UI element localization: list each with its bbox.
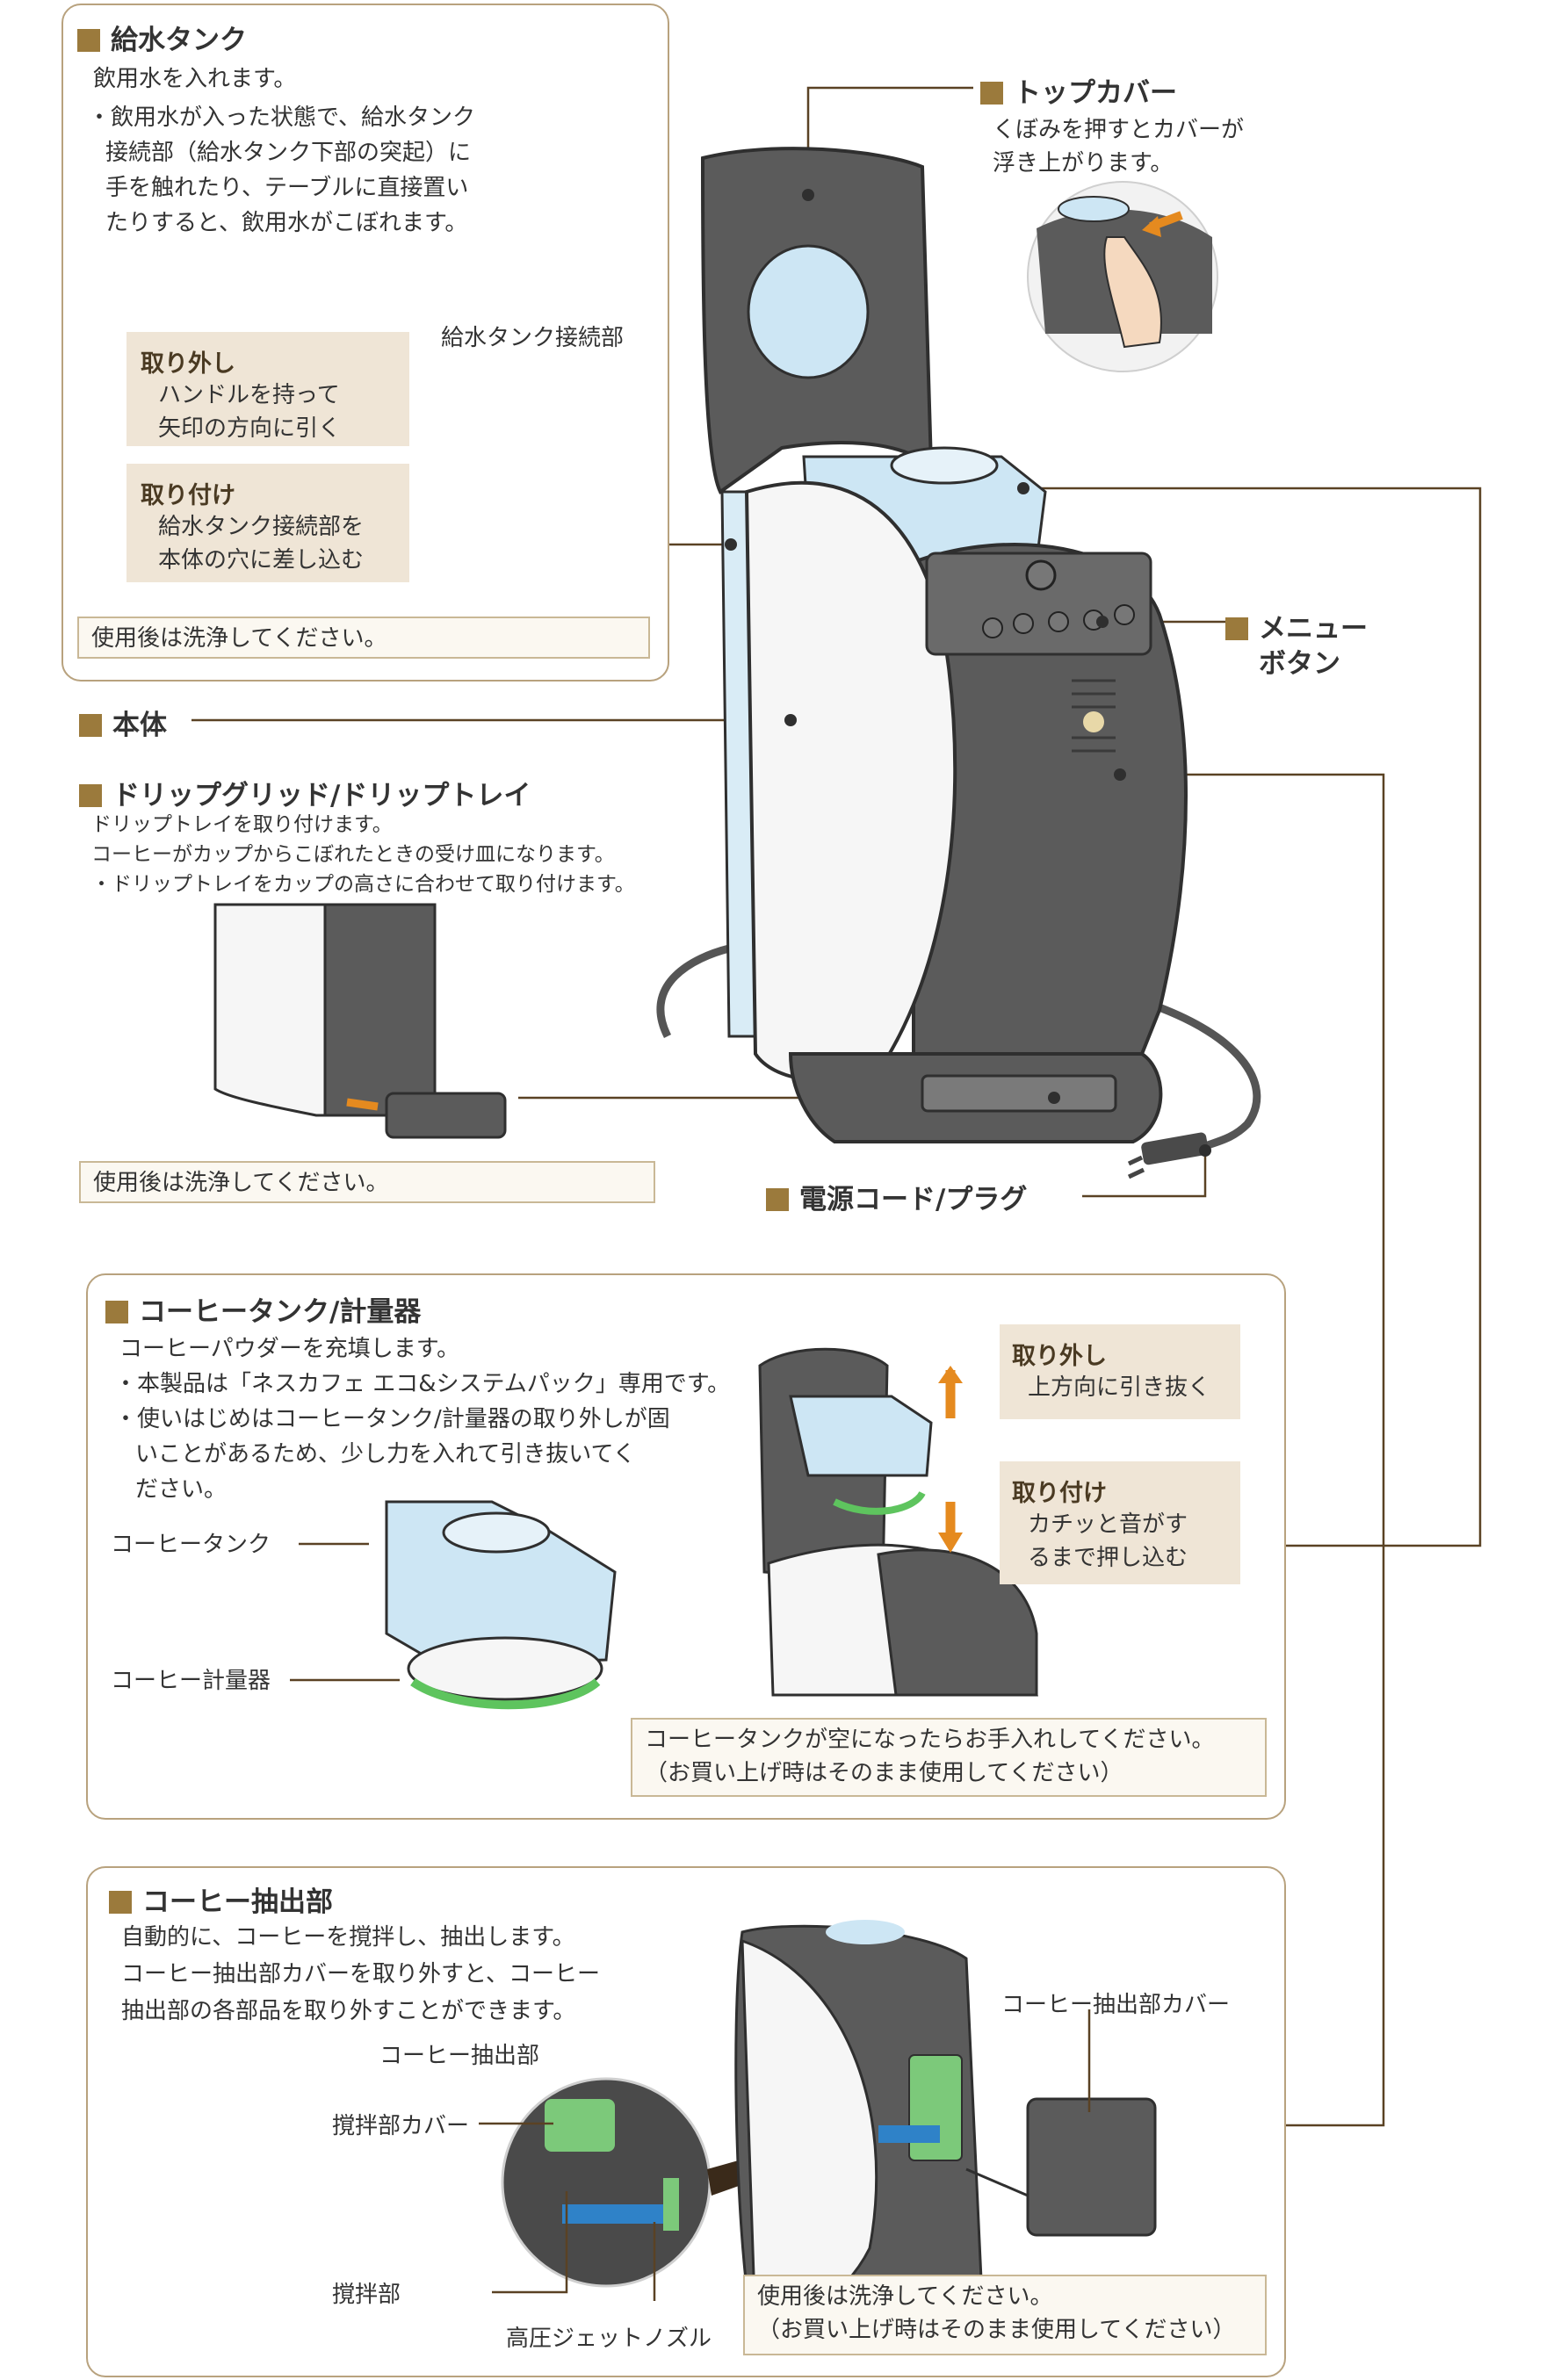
coffee-tank-note-line-2: （お買い上げ時はそのまま使用してください） xyxy=(645,1760,1123,1786)
extraction-cover-label: コーヒー抽出部カバー xyxy=(1001,1992,1231,2018)
body-title: 本体 xyxy=(79,703,167,742)
coffee-tank-remove-box: 取り外し 上方向に引き抜く xyxy=(1000,1324,1240,1419)
coffee-tank-title: コーヒータンク/計量器 xyxy=(105,1289,421,1329)
extraction-unit-label: コーヒー抽出部 xyxy=(379,2043,540,2069)
extraction-desc-1: 自動的に、コーヒーを撹拌し、抽出します。 xyxy=(121,1924,575,1951)
water-tank-bullet-line-1: ・飲用水が入った状態で、給水タンク xyxy=(88,105,475,131)
drip-desc-1: ドリップトレイを取り付けます。 xyxy=(91,813,393,836)
remove-title: 取り外し xyxy=(1012,1343,1107,1370)
attach-title: 取り付け xyxy=(1012,1480,1107,1507)
coffee-tank-desc-2: ・本製品は「ネスカフェ エコ&システムパック」専用です。 xyxy=(114,1371,731,1397)
extraction-note-line-2: （お買い上げ時はそのまま使用してください） xyxy=(757,2317,1236,2343)
nozzle-label: 高圧ジェットノズル xyxy=(506,2326,712,2352)
extraction-note-line-1: 使用後は洗浄してください。 xyxy=(757,2283,1053,2310)
extraction-panel xyxy=(86,1866,1286,2377)
attach-line-1: 給水タンク接続部を xyxy=(158,514,365,540)
bullet-square-icon xyxy=(105,1301,128,1323)
water-tank-title: 給水タンク xyxy=(77,18,247,57)
attach-line-2: 本体の穴に差し込む xyxy=(158,547,365,573)
extraction-title: コーヒー抽出部 xyxy=(109,1879,333,1919)
power-cord-title: 電源コード/プラグ xyxy=(766,1177,1027,1216)
connector-label: 給水タンク接続部 xyxy=(441,325,625,351)
remove-line-1: ハンドルを持って xyxy=(158,382,340,408)
stir-label: 撹拌部 xyxy=(332,2282,401,2308)
drip-note: 使用後は洗浄してください。 xyxy=(79,1161,655,1203)
coffee-tank-desc-4: いことがあるため、少し力を入れて引き抜いてく xyxy=(135,1441,636,1468)
water-tank-note: 使用後は洗浄してください。 xyxy=(77,617,650,659)
extraction-desc-2: コーヒー抽出部カバーを取り外すと、コーヒー xyxy=(121,1961,600,1987)
menu-button-title: メニュー xyxy=(1225,606,1368,645)
top-cover-title: トップカバー xyxy=(980,70,1177,110)
coffee-tank-desc-1: コーヒーパウダーを充填します。 xyxy=(119,1336,460,1362)
bullet-square-icon xyxy=(109,1891,132,1914)
water-tank-desc: 飲用水を入れます。 xyxy=(93,66,297,92)
coffee-tank-desc-5: ださい。 xyxy=(135,1476,228,1503)
drip-title: ドリップグリッド/ドリップトレイ xyxy=(79,773,531,812)
water-tank-remove-box: 取り外し ハンドルを持って 矢印の方向に引く xyxy=(126,332,409,446)
bullet-square-icon xyxy=(980,82,1003,105)
coffee-tank-note-line-1: コーヒータンクが空になったらお手入れしてください。 xyxy=(645,1727,1215,1753)
menu-button-title-2: ボタン xyxy=(1259,648,1340,680)
coffee-tank-attach-box: 取り付け カチッと音がす るまで押し込む xyxy=(1000,1461,1240,1584)
extraction-note: 使用後は洗浄してください。 （お買い上げ時はそのまま使用してください） xyxy=(743,2275,1267,2355)
attach-title: 取り付け xyxy=(141,482,235,509)
water-tank-bullet-line-4: たりすると、飲用水がこぼれます。 xyxy=(105,210,468,236)
stir-cover-label: 撹拌部カバー xyxy=(332,2113,470,2139)
remove-line: 上方向に引き抜く xyxy=(1028,1374,1211,1401)
bullet-square-icon xyxy=(79,784,102,807)
drip-desc-3: ・ドリップトレイをカップの高さに合わせて取り付けます。 xyxy=(91,873,635,896)
remove-title: 取り外し xyxy=(141,350,235,378)
water-tank-bullet-line-3: 手を触れたり、テーブルに直接置い xyxy=(105,175,469,201)
drip-desc-2: コーヒーがカップからこぼれたときの受け皿になります。 xyxy=(91,843,615,866)
coffee-tank-label: コーヒータンク xyxy=(111,1532,271,1558)
bullet-square-icon xyxy=(1225,617,1248,640)
bullet-square-icon xyxy=(766,1188,789,1211)
bullet-square-icon xyxy=(77,29,100,52)
top-cover-desc-1: くぼみを押すとカバーが xyxy=(993,117,1245,143)
attach-line-1: カチッと音がす xyxy=(1028,1511,1188,1538)
remove-line-2: 矢印の方向に引く xyxy=(158,415,342,442)
coffee-tank-note: コーヒータンクが空になったらお手入れしてください。 （お買い上げ時はそのまま使用… xyxy=(631,1718,1267,1797)
bullet-square-icon xyxy=(79,714,102,737)
coffee-meter-label: コーヒー計量器 xyxy=(111,1668,271,1694)
attach-line-2: るまで押し込む xyxy=(1028,1545,1188,1571)
coffee-tank-desc-3: ・使いはじめはコーヒータンク/計量器の取り外しが固 xyxy=(114,1406,670,1432)
coffee-tank-panel xyxy=(86,1273,1286,1820)
water-tank-attach-box: 取り付け 給水タンク接続部を 本体の穴に差し込む xyxy=(126,464,409,582)
top-cover-desc-2: 浮き上がります。 xyxy=(993,150,1174,177)
water-tank-bullet-line-2: 接続部（給水タンク下部の突起）に xyxy=(105,140,472,166)
extraction-desc-3: 抽出部の各部品を取り外すことができます。 xyxy=(121,1998,576,2024)
